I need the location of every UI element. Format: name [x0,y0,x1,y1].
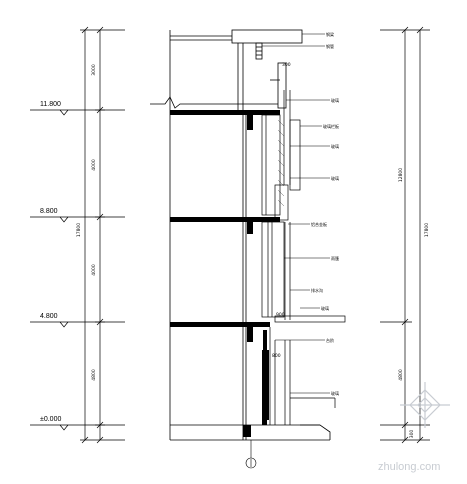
note-step: 台阶 [326,337,334,343]
watermark-text: zhulong.com [378,461,440,473]
cladding-hatch [277,119,285,207]
left-dim-seg-2: 4000 [91,159,97,171]
left-dim-seg-1: 3000 [91,64,97,76]
note-top-pipe: 钢管 [326,43,334,49]
note-glass-rail: 玻璃栏板 [323,123,339,129]
level-label-ground: ±0.000 [40,416,61,423]
right-dim-total: 17800 [424,223,430,237]
note-glass-1: 玻璃 [331,97,339,103]
level-label-first: 4.800 [40,313,58,320]
note-glass-2: 玻璃 [331,143,339,149]
note-glass-4: 玻璃 [321,305,329,311]
right-dim-lower: 4800 [398,369,404,381]
note-step-dim: 800 [272,353,281,359]
facade-frame [261,90,346,425]
level-marks [30,109,125,431]
note-aluminium-panel: 铝合金板 [311,221,327,227]
left-dimension-lines [80,26,125,444]
note-parapet-dim: 300 [282,62,291,68]
level-label-second: 8.800 [40,208,58,215]
left-dim-total: 17800 [76,223,82,237]
right-dim-bottom: 300 [409,430,415,439]
right-dimension-lines [380,26,430,444]
floor-slabs [170,110,280,437]
leader-lines [262,33,330,394]
axis-marker [245,440,257,469]
note-glass-5: 玻璃 [331,390,339,396]
level-label-top: 11.800 [40,101,61,108]
left-dim-seg-4: 4800 [91,369,97,381]
note-glass-3: 玻璃 [331,175,339,181]
note-gutter: 排水沟 [311,287,323,293]
left-dim-seg-3: 4000 [91,264,97,276]
watermark-logo [400,382,450,428]
right-dim-upper: 12800 [398,168,404,182]
building-section [150,29,331,441]
note-canopy: 雨篷 [331,255,339,261]
note-canopy-dim: 900 [276,312,285,318]
note-top-beam: 钢梁 [326,31,334,37]
